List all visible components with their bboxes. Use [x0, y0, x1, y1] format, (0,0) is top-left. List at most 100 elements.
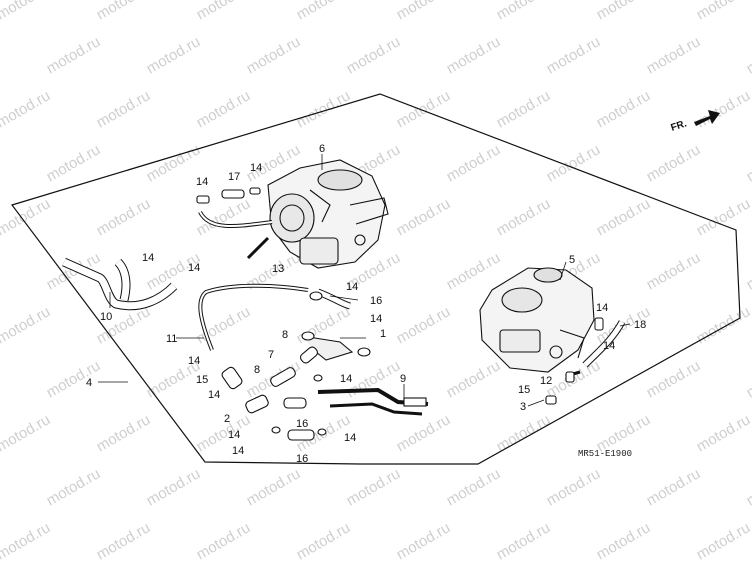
watermark-text: motod.ru — [594, 519, 654, 563]
bracket-part-9 — [317, 387, 429, 416]
callout-15-b: 15 — [518, 384, 530, 396]
watermark-text: motod.ru — [394, 0, 454, 23]
watermark-text: motod.ru — [544, 33, 604, 77]
small-hoses-group — [221, 291, 575, 441]
watermark-text: motod.ru — [594, 195, 654, 239]
watermark-text: motod.ru — [744, 465, 752, 509]
callout-14-l: 14 — [344, 432, 356, 444]
callout-14-e: 14 — [346, 281, 358, 293]
watermark-text: motod.ru — [0, 249, 3, 293]
watermark-text: motod.ru — [0, 0, 53, 23]
watermark-text: motod.ru — [44, 141, 104, 185]
watermark-text: motod.ru — [694, 87, 752, 131]
callout-16-b: 16 — [296, 418, 308, 430]
lower-carburetor — [479, 267, 595, 378]
fr-label: FR. — [670, 118, 689, 134]
callout-6: 6 — [319, 143, 325, 155]
watermark-text: motod.ru — [94, 411, 154, 455]
watermark-text: motod.ru — [144, 465, 204, 509]
watermark-text: motod.ru — [694, 519, 752, 563]
callout-16-a: 16 — [370, 295, 382, 307]
callout-11: 11 — [166, 333, 177, 345]
watermark-text: motod.ru — [144, 33, 204, 77]
callout-17: 17 — [228, 171, 240, 183]
tube-part-11 — [198, 283, 352, 351]
callout-14-i: 14 — [228, 429, 240, 441]
arrow-icon — [694, 110, 720, 126]
watermark-text: motod.ru — [644, 33, 704, 77]
callout-7: 7 — [268, 349, 274, 361]
watermark-text: motod.ru — [444, 33, 504, 77]
watermark-text: motod.ru — [744, 141, 752, 185]
leader-lines — [98, 154, 631, 407]
watermark-text: motod.ru — [394, 87, 454, 131]
watermark-text: motod.ru — [94, 195, 154, 239]
watermark-text: motod.ru — [144, 141, 204, 185]
watermark-text: motod.ru — [294, 87, 354, 131]
watermark-text: motod.ru — [494, 411, 554, 455]
watermark-text: motod.ru — [94, 0, 154, 23]
watermark-text: motod.ru — [194, 0, 254, 23]
callout-14-c: 14 — [142, 252, 154, 264]
watermark-text: motod.ru — [644, 141, 704, 185]
watermark-text: motod.ru — [494, 195, 554, 239]
front-direction-indicator: FR. — [670, 110, 720, 134]
watermark-text: motod.ru — [394, 195, 454, 239]
upper-hose — [196, 187, 273, 228]
watermark-text: motod.ru — [494, 519, 554, 563]
callout-1: 1 — [380, 328, 386, 340]
watermark-text: motod.ru — [344, 33, 404, 77]
callout-14-h: 14 — [208, 389, 220, 401]
callout-13: 13 — [272, 263, 284, 275]
watermark-text: motod.ru — [44, 357, 104, 401]
watermark-text: motod.ru — [194, 519, 254, 563]
diagram-code: MR51-E1900 — [578, 449, 632, 459]
watermark-text: motod.ru — [94, 87, 154, 131]
callout-labels: 1 2 3 4 5 6 7 8 8 9 10 11 12 13 14 14 14… — [86, 143, 646, 465]
callout-14-k: 14 — [340, 373, 352, 385]
callout-4: 4 — [86, 377, 92, 389]
watermark-text: motod.ru — [694, 411, 752, 455]
callout-14-f: 14 — [370, 313, 382, 325]
watermark-text: motod.ru — [444, 249, 504, 293]
watermark-text: motod.ru — [744, 33, 752, 77]
watermark-text: motod.ru — [494, 87, 554, 131]
callout-2: 2 — [224, 413, 230, 425]
watermark-text: motod.ru — [0, 195, 53, 239]
watermark-text: motod.ru — [494, 0, 554, 23]
watermark-text: motod.ru — [644, 357, 704, 401]
watermark-text: motod.ru — [444, 357, 504, 401]
callout-10: 10 — [100, 311, 112, 323]
watermark-text: motod.ru — [294, 0, 354, 23]
watermark-text: motod.ru — [344, 357, 404, 401]
watermark-text: motod.ru — [194, 87, 254, 131]
watermark-text: motod.ru — [0, 411, 53, 455]
watermark-text: motod.ru — [594, 0, 654, 23]
callout-14-b: 14 — [250, 162, 262, 174]
callout-18: 18 — [634, 319, 646, 331]
watermark-text: motod.ru — [0, 519, 53, 563]
watermark-text: motod.ru — [244, 33, 304, 77]
callout-15: 15 — [196, 374, 208, 386]
callout-5: 5 — [569, 254, 575, 266]
callout-14-n: 14 — [603, 340, 615, 352]
watermark-text: motod.ru — [0, 33, 3, 77]
watermark-text: motod.ru — [0, 465, 3, 509]
watermark-text: motod.ru — [344, 465, 404, 509]
watermark-text: motod.ru — [694, 0, 752, 23]
callout-9: 9 — [400, 373, 406, 385]
upper-carburetor — [246, 159, 389, 269]
assembly-outline — [11, 93, 741, 465]
callout-3: 3 — [520, 401, 526, 413]
watermark-text: motod.ru — [0, 87, 53, 131]
watermark-text: motod.ru — [44, 465, 104, 509]
callout-16-c: 16 — [296, 453, 308, 465]
watermark-text: motod.ru — [394, 519, 454, 563]
watermark-text: motod.ru — [694, 303, 752, 347]
callout-12: 12 — [540, 375, 552, 387]
watermark-text: motod.ru — [394, 411, 454, 455]
watermark-text: motod.ru — [644, 249, 704, 293]
watermark-text: motod.ru — [544, 141, 604, 185]
